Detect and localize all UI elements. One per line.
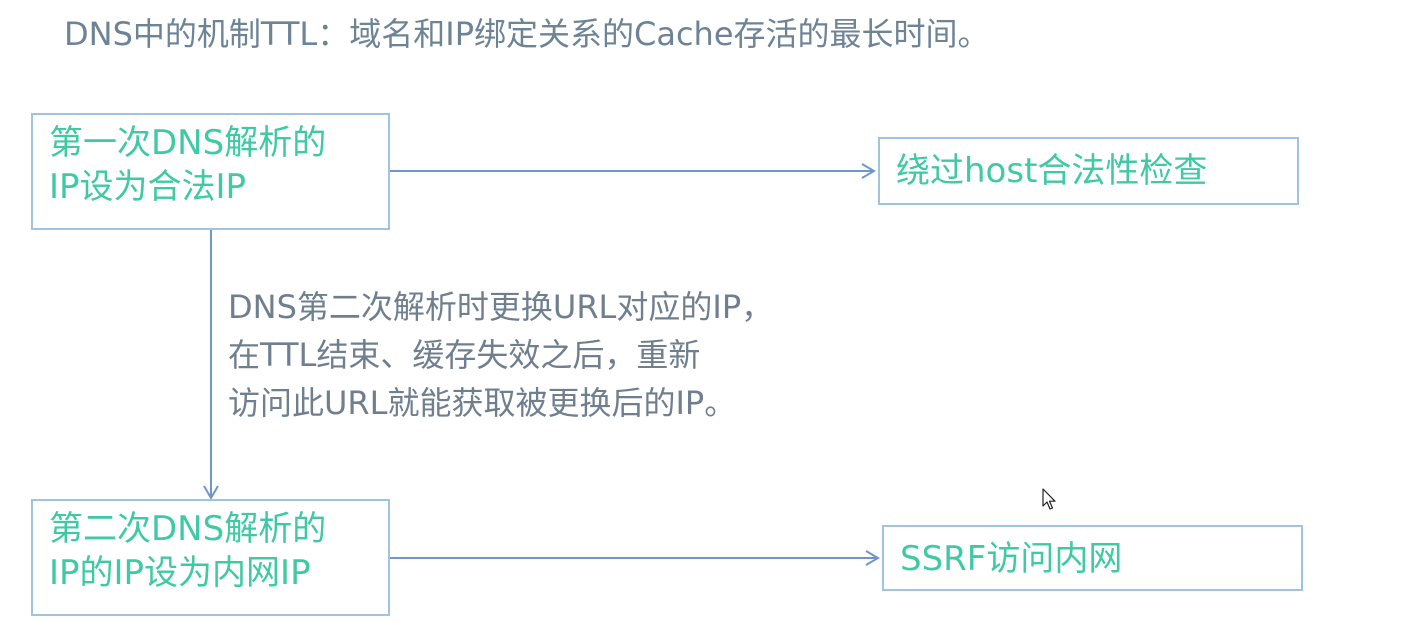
bypass-check-box: 绕过host合法性检查 — [878, 137, 1299, 205]
note-line: 在TTL结束、缓存失效之后，重新 — [228, 336, 701, 374]
first-resolution-box: 第一次DNS解析的 IP设为合法IP — [31, 113, 390, 230]
second-resolution-box: 第二次DNS解析的 IP的IP设为内网IP — [31, 499, 390, 616]
arrow-head — [203, 485, 219, 500]
box-text-line: IP设为合法IP — [49, 167, 247, 207]
arrow-head — [865, 550, 880, 566]
box-text-line: 第一次DNS解析的 — [49, 123, 327, 163]
arrow-first-to-bypass — [390, 163, 876, 179]
box-text-line: SSRF访问内网 — [900, 539, 1123, 579]
box-text-line: 绕过host合法性检查 — [896, 151, 1208, 191]
arrow-second-to-ssrf — [390, 550, 880, 566]
dns-rebinding-note: DNS第二次解析时更换URL对应的IP， 在TTL结束、缓存失效之后，重新 访问… — [228, 283, 773, 427]
note-line: 访问此URL就能获取被更换后的IP。 — [228, 384, 737, 422]
arrow-first-to-second — [203, 230, 219, 500]
diagram-title: DNS中的机制TTL：域名和IP绑定关系的Cache存活的最长时间。 — [64, 15, 990, 53]
mouse-cursor-icon — [1042, 488, 1056, 510]
arrow-head — [861, 163, 876, 179]
ssrf-box: SSRF访问内网 — [882, 525, 1303, 591]
box-text-line: 第二次DNS解析的 — [49, 509, 327, 549]
note-line: DNS第二次解析时更换URL对应的IP， — [228, 288, 774, 326]
box-text-line: IP的IP设为内网IP — [49, 553, 311, 593]
